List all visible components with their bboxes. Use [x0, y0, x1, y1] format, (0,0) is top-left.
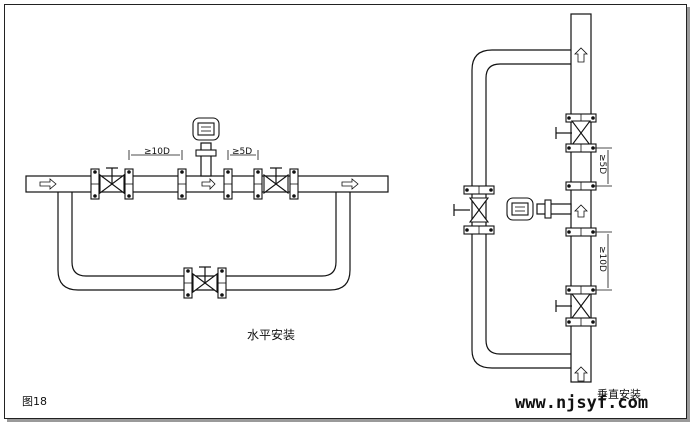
vertical-bypass-inner — [485, 63, 571, 355]
flowmeter-icon — [192, 117, 220, 141]
flow-arrow-icon — [39, 178, 57, 190]
flow-arrow-icon — [341, 178, 359, 190]
flow-arrow-icon — [574, 47, 588, 63]
bypass-pipe-outer — [57, 192, 351, 291]
dim-upstream-label: ≥10D — [144, 147, 170, 157]
watermark-text: www.njsyf.com — [515, 393, 648, 413]
figure-label: 图18 — [22, 395, 47, 408]
vertical-caption: 垂直安装 — [597, 387, 641, 401]
vertical-bypass-valve-icon — [469, 197, 489, 223]
vertical-flowmeter-icon — [506, 197, 534, 221]
vertical-dim-upstream-label: ≥10D — [597, 246, 607, 272]
dim-downstream-label: ≥5D — [232, 147, 252, 157]
vertical-installation: ≥5D ≥10D 垂直安装 — [453, 13, 641, 401]
vertical-bypass-outer — [471, 49, 571, 369]
flow-arrow-icon — [574, 204, 588, 218]
bypass-valve-icon — [192, 266, 218, 293]
flow-arrow-icon — [574, 366, 588, 382]
vertical-main-pipe — [570, 13, 592, 383]
horizontal-installation: ≥10D ≥5D 水平安装 — [25, 117, 389, 342]
vertical-dim-downstream-label: ≥5D — [597, 154, 607, 174]
bypass-pipe-inner — [71, 192, 337, 277]
horizontal-caption: 水平安装 — [247, 327, 295, 342]
flow-arrow-icon — [201, 178, 216, 190]
main-pipe — [25, 175, 389, 193]
